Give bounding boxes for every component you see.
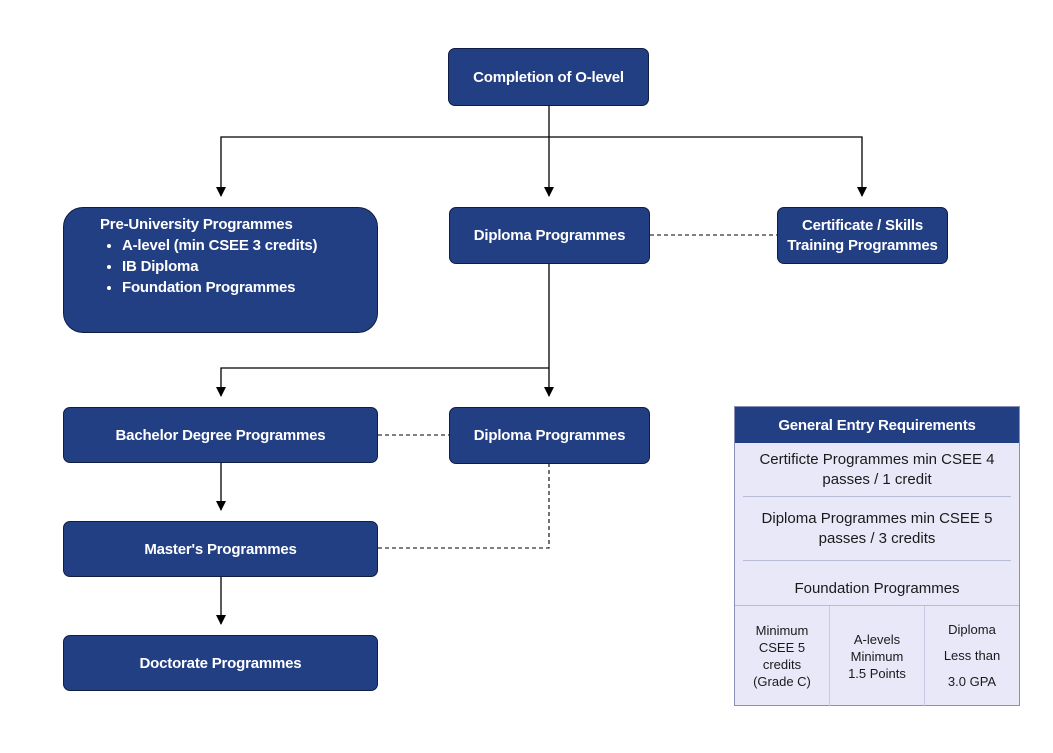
requirements-column-line: Minimum — [850, 648, 904, 664]
node-pre-university-title: Pre-University Programmes — [100, 216, 293, 233]
requirements-column-line: CSEE 5 — [758, 640, 806, 655]
node-certificate: Certificate / Skills Training Programmes — [777, 207, 948, 264]
general-entry-requirements-table: General Entry Requirements Certificte Pr… — [734, 406, 1020, 706]
connector-masters-diploma-dashed — [378, 464, 550, 549]
node-pre-university: Pre-University Programmes A-level (min C… — [63, 207, 378, 333]
node-certificate-line2: Training Programmes — [787, 236, 938, 254]
node-masters: Master's Programmes — [63, 521, 378, 577]
requirements-column-line: 3.0 GPA — [947, 674, 997, 689]
node-bachelor-label: Bachelor Degree Programmes — [115, 426, 326, 444]
requirements-certificate: Certificte Programmes min CSEE 4 passes … — [743, 443, 1011, 497]
pre-university-item: A-level (min CSEE 3 credits) — [122, 235, 363, 256]
requirements-column-line: credits — [762, 657, 802, 672]
requirements-column-line: (Grade C) — [753, 674, 811, 689]
node-completion-olevel-label: Completion of O-level — [473, 68, 624, 86]
requirements-foundation-title: Foundation Programmes — [794, 580, 960, 597]
requirements-column-line: Less than — [943, 648, 1001, 663]
node-diploma-mid-label: Diploma Programmes — [473, 427, 626, 444]
node-certificate-line1: Certificate / Skills — [801, 216, 924, 234]
node-diploma-mid: Diploma Programmes — [449, 407, 650, 464]
requirements-column-line: 1.5 Points — [848, 665, 906, 681]
requirements-column-line: Minimum — [755, 623, 809, 638]
pre-university-item: Foundation Programmes — [122, 277, 363, 298]
connector-diploma-to-bachelor — [216, 367, 549, 397]
pre-university-list: A-level (min CSEE 3 credits) IB Diploma … — [100, 235, 363, 298]
node-diploma-top: Diploma Programmes — [449, 207, 650, 264]
requirements-column-csee: Minimum CSEE 5 credits (Grade C) — [735, 606, 829, 706]
node-completion-olevel: Completion of O-level — [448, 48, 649, 106]
node-certificate-label: Certificate / Skills Training Programmes — [787, 216, 938, 256]
pre-university-item: IB Diploma — [122, 256, 363, 277]
requirements-column-diploma: Diploma Less than 3.0 GPA — [924, 606, 1019, 706]
requirements-column-line: A-levels — [853, 631, 901, 647]
node-bachelor: Bachelor Degree Programmes — [63, 407, 378, 463]
connector-root-to-certificate — [549, 136, 867, 197]
requirements-column-alevels: A-levels Minimum 1.5 Points — [829, 606, 924, 706]
requirements-column-line: Diploma — [948, 622, 996, 637]
node-diploma-top-label: Diploma Programmes — [473, 227, 626, 244]
requirements-foundation-columns: Minimum CSEE 5 credits (Grade C) A-level… — [735, 605, 1019, 706]
node-doctorate: Doctorate Programmes — [63, 635, 378, 691]
requirements-title: General Entry Requirements — [735, 407, 1019, 443]
connector-root-to-preuniversity — [216, 136, 549, 197]
node-doctorate-label: Doctorate Programmes — [139, 654, 302, 672]
requirements-diploma: Diploma Programmes min CSEE 5 passes / 3… — [743, 497, 1011, 561]
node-masters-label: Master's Programmes — [144, 540, 297, 558]
